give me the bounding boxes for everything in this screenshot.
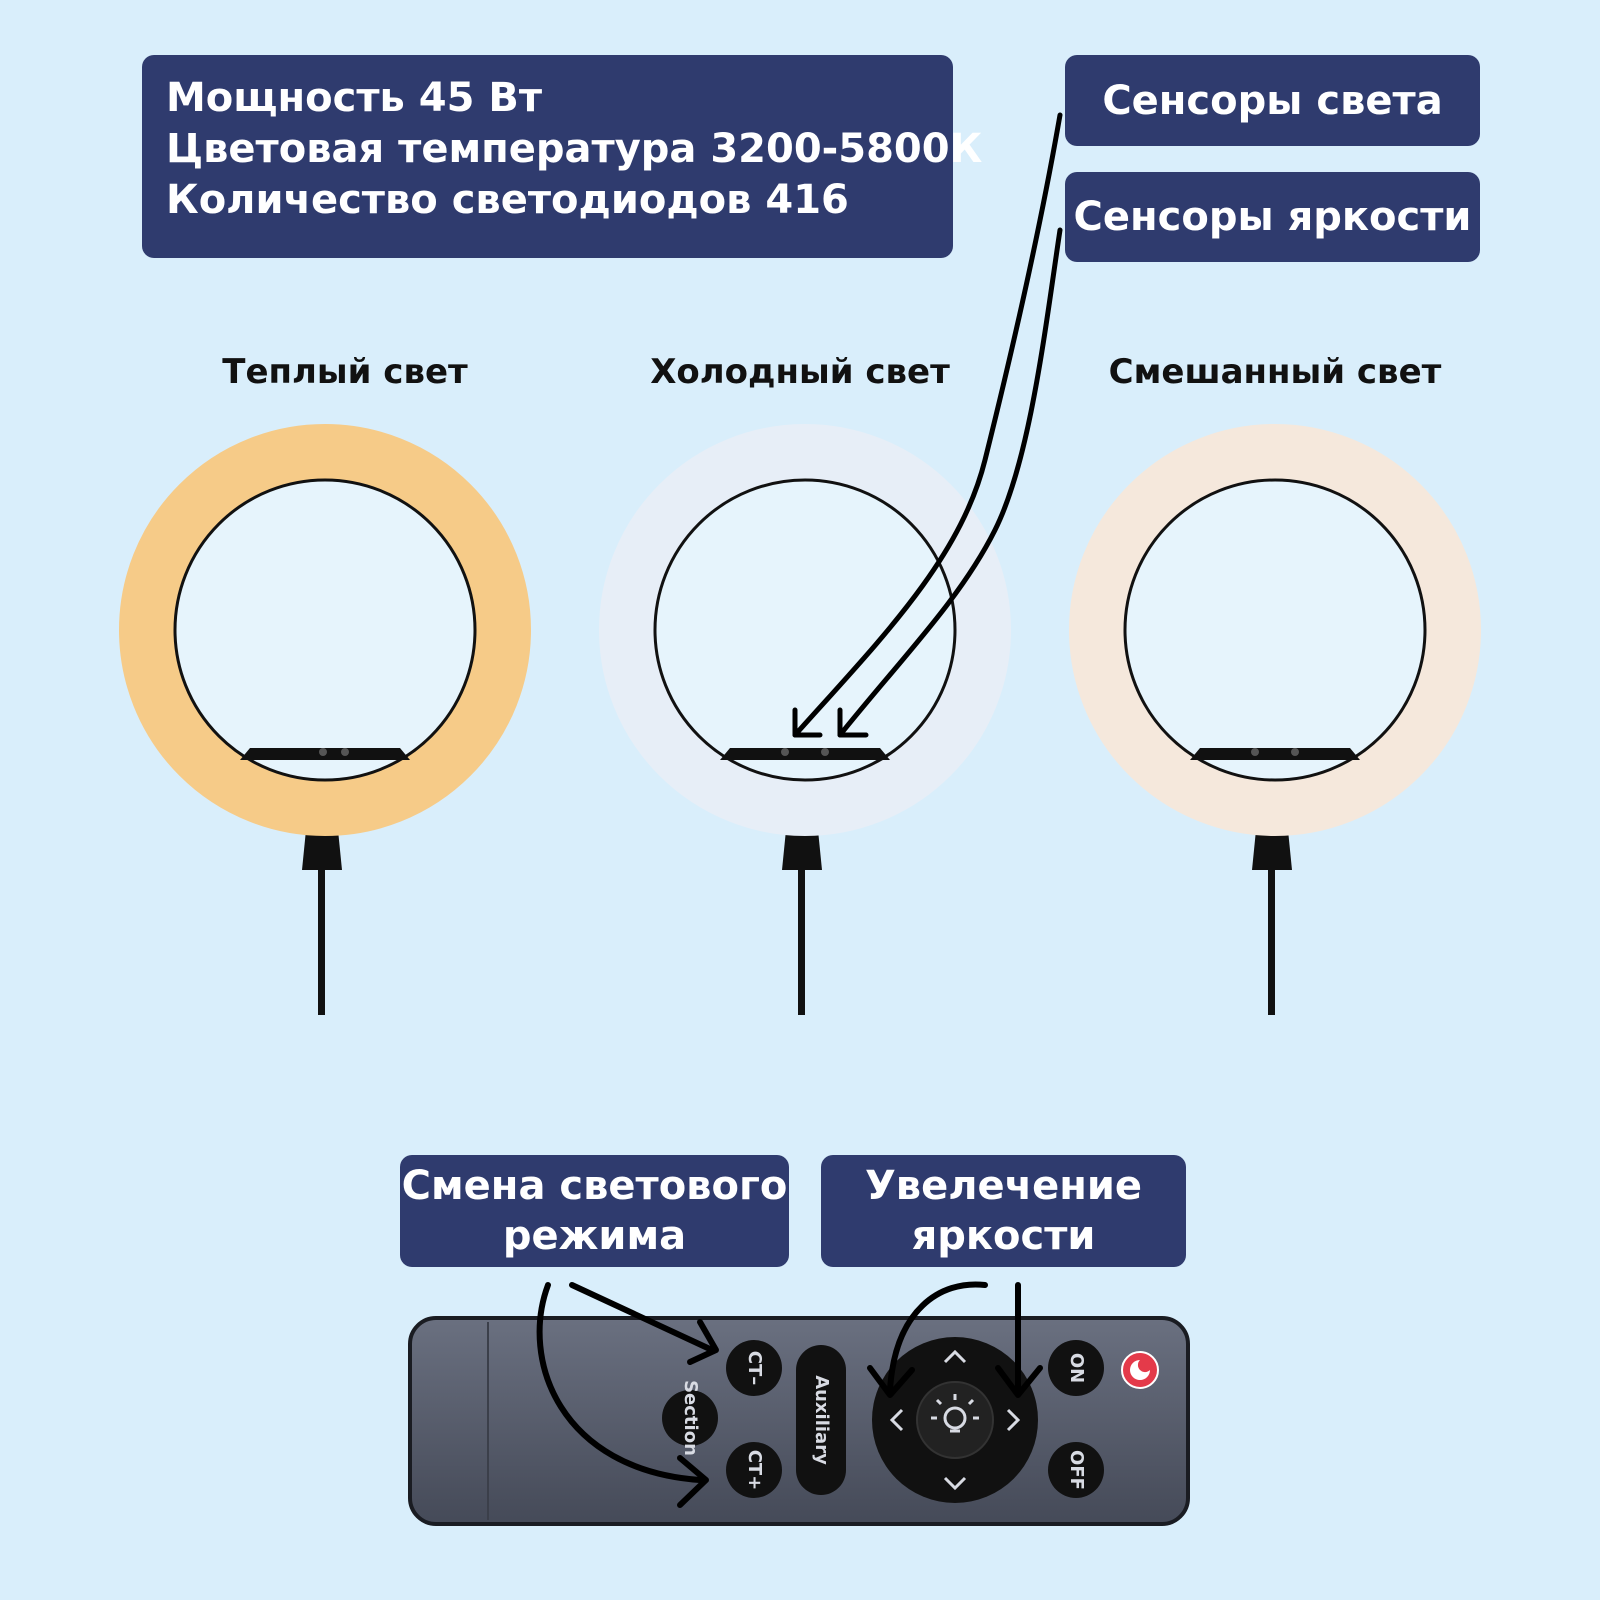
- cold-light-title: Холодный свет: [650, 352, 950, 392]
- on-button[interactable]: [1048, 1340, 1104, 1396]
- auxiliary-label: Auxiliary: [811, 1375, 832, 1465]
- ct-minus-arrow: [569, 1282, 715, 1353]
- stand-pole: [318, 830, 325, 1015]
- light-sensors-label: Сенсоры света: [1065, 55, 1480, 146]
- light-sensor-arrowhead: [792, 707, 823, 738]
- warm-light-title: Теплый свет: [222, 352, 468, 392]
- sensor-arrows: [792, 112, 1063, 738]
- ring-mixed: [1069, 424, 1481, 836]
- spec-power: Мощность 45 Вт: [166, 75, 542, 121]
- section-label: Section: [680, 1380, 701, 1456]
- spec-led-count: Количество светодиодов 416: [166, 177, 849, 223]
- ct-minus-button[interactable]: [726, 1340, 782, 1396]
- ring-warm: [119, 424, 531, 836]
- off-button[interactable]: [1048, 1442, 1104, 1498]
- on-label: ON: [1066, 1353, 1087, 1383]
- brightness-sensors-label: Сенсоры яркости: [1065, 172, 1480, 262]
- spec-color-temperature: Цветовая температура 3200-5800К: [166, 126, 983, 172]
- stand-mount: [302, 830, 342, 870]
- brightness-left-arrow: [887, 1281, 988, 1393]
- mixed-ring-lamp: [1069, 424, 1481, 1015]
- remote-control: CT– Section CT+ Auxiliary ON OFF: [408, 1316, 1190, 1526]
- light-sensor-arrow: [792, 112, 1063, 738]
- ct-plus-label: CT+: [744, 1450, 765, 1491]
- center-brightness-button[interactable]: [916, 1381, 994, 1459]
- remote-arrows: [536, 1281, 1043, 1508]
- down-arrow-icon: [943, 1476, 967, 1491]
- stand-pole: [1268, 830, 1275, 1015]
- stand-pole: [798, 830, 805, 1015]
- stand-mount: [782, 830, 822, 870]
- off-label: OFF: [1066, 1450, 1087, 1490]
- ring-cold: [599, 424, 1011, 836]
- brightness-sensor: [821, 748, 829, 756]
- up-arrow-icon: [943, 1349, 967, 1364]
- moon-icon: [1130, 1360, 1150, 1380]
- brightness-sensor-arrowhead: [837, 707, 869, 738]
- warm-ring-lamp: [119, 424, 531, 1015]
- left-arrow-icon: [889, 1408, 904, 1432]
- section-button[interactable]: [662, 1390, 718, 1446]
- mixed-light-title: Смешанный свет: [1108, 352, 1442, 392]
- cold-ring-lamp: [599, 424, 1011, 1015]
- bulb-icon: [931, 1394, 979, 1433]
- auxiliary-button[interactable]: [796, 1345, 846, 1495]
- ct-plus-arrow: [536, 1282, 703, 1483]
- light-sensor: [781, 748, 789, 756]
- stand-mount: [1252, 830, 1292, 870]
- control-panel: [1190, 748, 1360, 760]
- brightness-sensor-arrow: [837, 227, 1063, 738]
- ct-minus-label: CT–: [744, 1351, 765, 1386]
- control-panel: [720, 748, 890, 760]
- right-arrow-icon: [1006, 1408, 1021, 1432]
- ct-plus-button[interactable]: [726, 1442, 782, 1498]
- specs-panel: Мощность 45 Вт Цветовая температура 3200…: [142, 55, 983, 258]
